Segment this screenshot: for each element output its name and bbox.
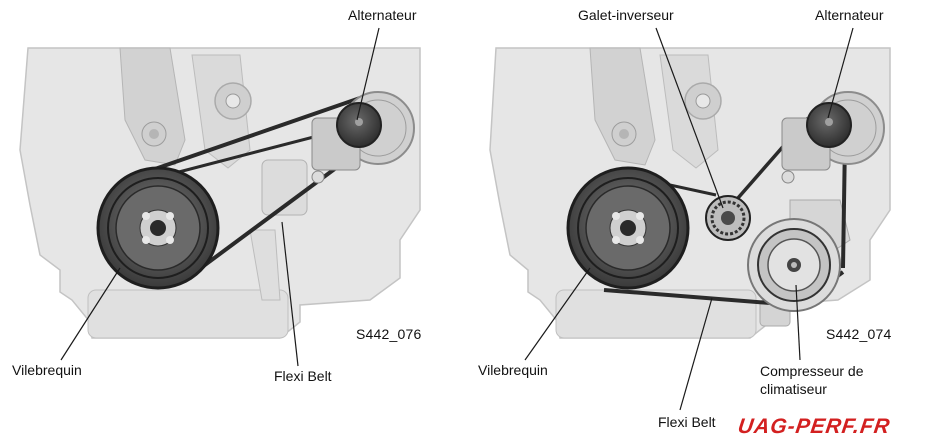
- left-belt-label: Flexi Belt: [274, 368, 332, 384]
- right-compressor-label-line2: climatiseur: [760, 381, 827, 397]
- left-leader-lines: [60, 27, 380, 367]
- left-timing-cover: [119, 47, 186, 166]
- right-ac-compressor: [747, 218, 841, 312]
- right-timing-cover: [589, 47, 656, 166]
- left-crankshaft-label: Vilebrequin: [12, 362, 82, 378]
- right-alternator: [781, 91, 885, 184]
- right-compressor-label-line1: Compresseur de: [760, 363, 864, 379]
- right-figure-code: S442_074: [826, 326, 892, 342]
- watermark-logo: UAG-PERF.FR: [736, 415, 892, 438]
- right-crankshaft-label: Vilebrequin: [478, 362, 548, 378]
- right-idler-pulley: [705, 195, 751, 241]
- right-leader-lines: [524, 27, 854, 411]
- right-belt-label: Flexi Belt: [658, 414, 716, 430]
- left-figure-code: S442_076: [356, 326, 422, 342]
- left-engine-illustration: [19, 47, 421, 339]
- left-crankshaft-pulley: [96, 166, 220, 290]
- right-idler-label: Galet-inverseur: [578, 7, 674, 23]
- right-crankshaft-pulley: [566, 166, 690, 290]
- left-alternator-label: Alternateur: [348, 7, 417, 23]
- right-alternator-label: Alternateur: [815, 7, 884, 23]
